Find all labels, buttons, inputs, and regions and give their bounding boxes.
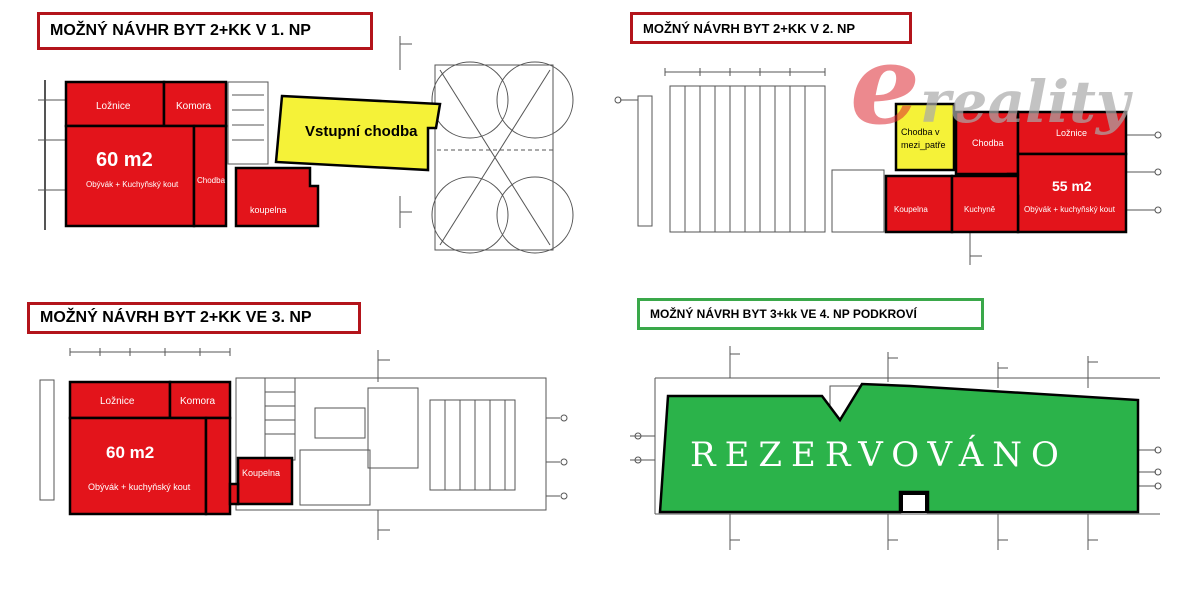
room-vstupni-chodba-1np: [274, 94, 442, 172]
plan-title-3np: MOŽNÝ NÁVRH BYT 2+KK VE 3. NP: [27, 302, 361, 334]
label-kuchyne-2np: Kuchyně: [964, 205, 996, 214]
label-vstupni-chodba-1np: Vstupní chodba: [305, 123, 418, 140]
room-koupelna-1np: [234, 166, 320, 228]
room-komora-1np: [162, 80, 228, 128]
label-area-3np: 60 m2: [106, 443, 154, 462]
reserved-area-4np: [658, 382, 1140, 514]
floor-plan-1np: MOŽNÝ NÁVHR BYT 2+KK V 1. NP Ložnice Kom…: [0, 0, 600, 300]
label-koupelna-3np: Koupelna: [242, 468, 280, 478]
watermark-logo-word: reality: [920, 68, 1130, 136]
room-koupelna-2np: [884, 174, 954, 234]
plan-drawing-3np: Ložnice Komora 60 m2 Obývák + kuchyňský …: [39, 348, 568, 540]
reserved-label: REZERVOVÁNO: [690, 434, 1068, 475]
label-chodba-mezi-line1: Chodba v: [901, 127, 940, 137]
label-komora-1np: Komora: [176, 101, 211, 112]
room-chodba-2np: [954, 110, 1020, 176]
plan-title-4np: MOŽNÝ NÁVRH BYT 3+kk VE 4. NP PODKROVÍ: [637, 298, 984, 330]
plan-drawing-2np: Chodba v mezi_patře Chodba Ložnice 55 m2…: [614, 68, 1162, 265]
eareality-watermark: e reality: [850, 30, 1130, 140]
room-chodba-mezipatre-2np: [894, 102, 956, 172]
room-koupelna-3np: [236, 456, 294, 506]
label-chodba-2np: Chodba: [972, 138, 1004, 148]
room-kuchyne-2np: [950, 174, 1020, 234]
room-chodba-3np: [204, 416, 232, 516]
watermark-logo-letter: e: [850, 20, 920, 149]
label-koupelna-1np: koupelna: [250, 205, 287, 215]
label-obyvak-1np: Obývák + Kuchyňský kout: [86, 180, 179, 189]
label-obyvak-3np: Obývák + kuchyňský kout: [88, 482, 191, 492]
floor-plan-2np: Chodba v mezi_patře Chodba Ložnice 55 m2…: [600, 0, 1200, 300]
plan-drawing-4np: REZERVOVÁNO: [630, 346, 1162, 550]
label-chodba-mezi-line2: mezi_patře: [901, 140, 946, 150]
plan-drawing-1np: Ložnice Komora 60 m2 Obývák + Kuchyňský …: [38, 36, 574, 254]
label-loznice-1np: Ložnice: [96, 101, 131, 112]
label-koupelna-2np: Koupelna: [894, 205, 928, 214]
label-loznice-3np: Ložnice: [100, 396, 135, 407]
room-chodba-1np: [192, 124, 228, 228]
label-komora-3np: Komora: [180, 396, 215, 407]
plan-title-1np: MOŽNÝ NÁVHR BYT 2+KK V 1. NP: [37, 12, 373, 50]
label-obyvak-2np: Obývák + kuchyňský kout: [1024, 205, 1116, 214]
room-loznice-2np: [1016, 110, 1128, 156]
label-chodba-1np: Chodba: [197, 176, 226, 185]
plan-title-2np: MOŽNÝ NÁVRH BYT 2+KK V 2. NP: [630, 12, 912, 44]
floor-plan-3np: MOŽNÝ NÁVRH BYT 2+KK VE 3. NP: [0, 300, 600, 610]
label-loznice-2np: Ložnice: [1056, 128, 1087, 138]
floor-plan-4np: MOŽNÝ NÁVRH BYT 3+kk VE 4. NP PODKROVÍ R…: [600, 298, 1200, 610]
label-area-2np: 55 m2: [1052, 178, 1092, 194]
room-obyvak-1np: [64, 124, 196, 228]
room-obyvak-3np: [68, 416, 208, 516]
label-area-1np: 60 m2: [96, 149, 153, 171]
